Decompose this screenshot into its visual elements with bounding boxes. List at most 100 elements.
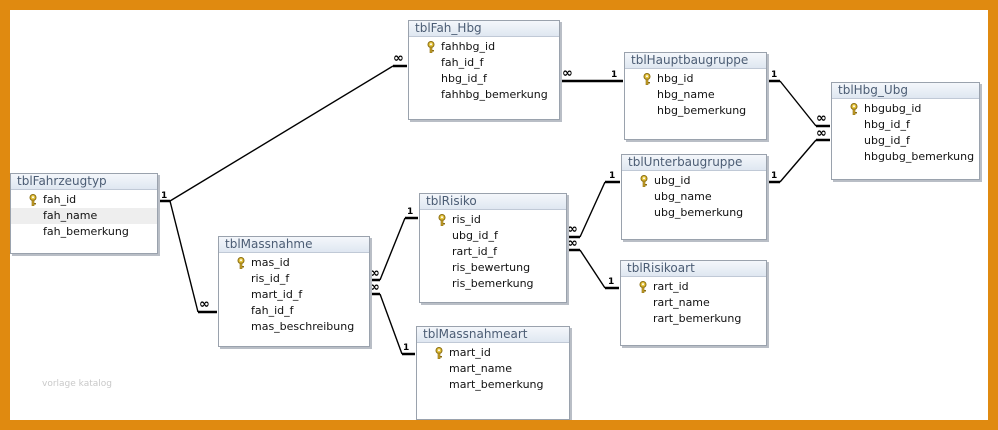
field-name: rart_bemerkung <box>653 312 742 325</box>
table-title[interactable]: tblRisikoart <box>621 261 766 277</box>
primary-key-field[interactable]: hbg_id <box>625 71 766 87</box>
primary-key-icon <box>28 194 38 207</box>
rel-fahrzeugtyp-fahhbg-line <box>169 65 394 202</box>
field-name: ris_id_f <box>251 272 290 285</box>
rel-risikoart-risiko-line <box>579 249 606 289</box>
table-title[interactable]: tblFahrzeugtyp <box>11 174 157 190</box>
table-field[interactable]: rart_id_f <box>420 244 566 260</box>
primary-key-icon <box>236 257 246 270</box>
field-name: fahhbg_bemerkung <box>441 88 548 101</box>
table-field[interactable]: ubg_id_f <box>420 228 566 244</box>
table-field[interactable]: hbg_name <box>625 87 766 103</box>
table-field[interactable]: rart_name <box>621 295 766 311</box>
cardinality-many-label: ∞ <box>369 280 380 295</box>
cardinality-one-label: 1 <box>609 171 615 181</box>
table-field[interactable]: hbgubg_bemerkung <box>832 149 979 165</box>
table-field[interactable]: mas_beschreibung <box>219 319 369 335</box>
cardinality-many-label: ∞ <box>199 297 210 312</box>
field-name: mart_name <box>449 362 512 375</box>
table-field[interactable]: fah_bemerkung <box>11 224 157 240</box>
field-name: fah_bemerkung <box>43 225 129 238</box>
table-field[interactable]: fah_id_f <box>219 303 369 319</box>
primary-key-field[interactable]: mas_id <box>219 255 369 271</box>
field-name: ubg_id_f <box>452 229 498 242</box>
table-field[interactable]: ubg_id_f <box>832 133 979 149</box>
primary-key-icon <box>849 103 859 116</box>
field-name: rart_id <box>653 280 689 293</box>
table-field[interactable]: ubg_bemerkung <box>622 205 766 221</box>
cardinality-many-label: ∞ <box>567 236 578 251</box>
cardinality-many-label: ∞ <box>393 51 404 66</box>
table-field[interactable]: mart_name <box>417 361 569 377</box>
field-name: ubg_id_f <box>864 134 910 147</box>
primary-key-field[interactable]: hbgubg_id <box>832 101 979 117</box>
table-field[interactable]: hbg_id_f <box>409 71 559 87</box>
field-name: hbg_bemerkung <box>657 104 747 117</box>
table-field[interactable]: hbg_id_f <box>832 117 979 133</box>
table-field[interactable]: ris_id_f <box>219 271 369 287</box>
table-field[interactable]: mart_bemerkung <box>417 377 569 393</box>
field-name: hbg_id_f <box>864 118 910 131</box>
rel-unterbaugruppe-hbgubg-line <box>779 139 817 183</box>
watermark-text: vorlage katalog <box>42 379 112 389</box>
field-name: ris_bemerkung <box>452 277 534 290</box>
cardinality-many-label: ∞ <box>562 66 573 81</box>
table-field[interactable]: fah_id_f <box>409 55 559 71</box>
table-title[interactable]: tblUnterbaugruppe <box>622 155 766 171</box>
cardinality-many-label: ∞ <box>567 222 578 237</box>
primary-key-icon <box>642 73 652 86</box>
table-field[interactable]: mart_id_f <box>219 287 369 303</box>
field-name: fah_id_f <box>441 56 484 69</box>
primary-key-field[interactable]: fahhbg_id <box>409 39 559 55</box>
field-name: hbg_name <box>657 88 715 101</box>
cardinality-one-label: 1 <box>611 70 617 80</box>
rel-fahrzeugtyp-massnahme-line <box>169 200 199 313</box>
field-name: mas_beschreibung <box>251 320 355 333</box>
field-name: hbg_id_f <box>441 72 487 85</box>
table-field[interactable]: ris_bemerkung <box>420 276 566 292</box>
field-name: ris_id <box>452 213 481 226</box>
table-title[interactable]: tblHauptbaugruppe <box>625 53 766 69</box>
table-field[interactable]: fahhbg_bemerkung <box>409 87 559 103</box>
primary-key-icon <box>638 281 648 294</box>
table-field[interactable]: fah_name <box>11 208 157 224</box>
primary-key-field[interactable]: ris_id <box>420 212 566 228</box>
cardinality-one-label: 1 <box>403 343 409 353</box>
diagram-canvas: 1 ∞ ∞ ∞ 1 1 ∞ 1 ∞ ∞ 1 ∞ 1 ∞ 1 ∞ 1 tblFah… <box>10 10 988 420</box>
cardinality-many-label: ∞ <box>369 266 380 281</box>
table-title[interactable]: tblHbg_Ubg <box>832 83 979 99</box>
primary-key-field[interactable]: mart_id <box>417 345 569 361</box>
field-name: mart_bemerkung <box>449 378 544 391</box>
rel-massnahmeart-massnahme-line <box>379 293 403 355</box>
table-title[interactable]: tblRisiko <box>420 194 566 210</box>
table-field[interactable]: hbg_bemerkung <box>625 103 766 119</box>
table-title[interactable]: tblFah_Hbg <box>409 21 559 37</box>
table-field[interactable]: ubg_name <box>622 189 766 205</box>
primary-key-icon <box>437 214 447 227</box>
rel-hauptbaugruppe-hbgubg-line <box>779 80 817 127</box>
table-title[interactable]: tblMassnahmeart <box>417 327 569 343</box>
primary-key-icon <box>434 347 444 360</box>
primary-key-icon <box>639 175 649 188</box>
table-field[interactable]: rart_bemerkung <box>621 311 766 327</box>
rel-risiko-massnahme-line <box>379 217 406 281</box>
primary-key-field[interactable]: ubg_id <box>622 173 766 189</box>
table-title[interactable]: tblMassnahme <box>219 237 369 253</box>
primary-key-field[interactable]: fah_id <box>11 192 157 208</box>
cardinality-one-label: 1 <box>407 207 413 217</box>
table-field[interactable]: ris_bewertung <box>420 260 566 276</box>
primary-key-field[interactable]: rart_id <box>621 279 766 295</box>
